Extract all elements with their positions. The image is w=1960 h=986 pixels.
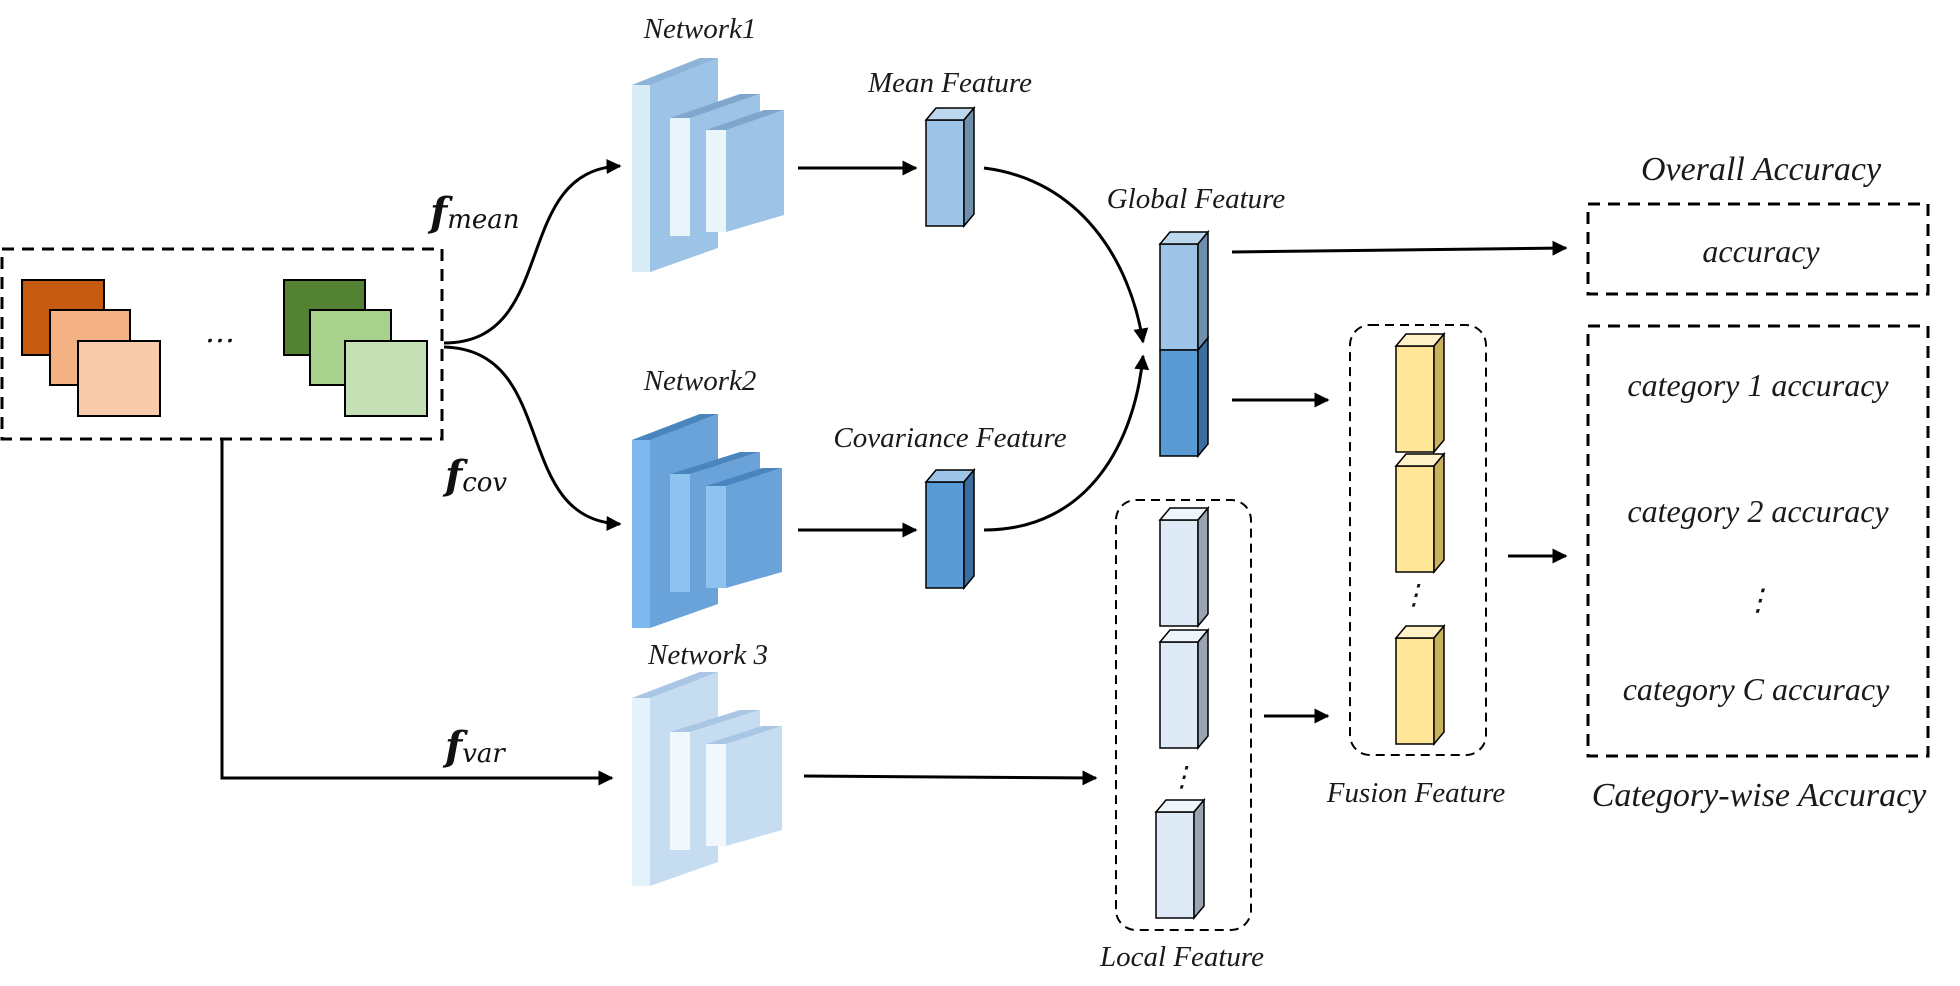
fusion-feature-blocks: ⋮ xyxy=(1394,331,1446,747)
network3-label: Network 3 xyxy=(647,639,768,671)
local-feature-block-2 xyxy=(1158,627,1210,751)
arrow-mean-to-global xyxy=(983,166,1149,344)
global-feature-label: Global Feature xyxy=(1107,183,1286,215)
fusion-feature-block-2 xyxy=(1394,451,1446,575)
network2-label: Network2 xyxy=(643,365,757,397)
category-2-accuracy: category 2 accuracy xyxy=(1627,493,1889,529)
stream-arrows xyxy=(220,159,622,786)
input-dashed-box xyxy=(0,247,444,441)
covariance-feature-label: Covariance Feature xyxy=(833,422,1066,454)
network2-block xyxy=(632,414,782,628)
local-feature-label: Local Feature xyxy=(1099,941,1264,973)
green-image-3 xyxy=(344,340,428,417)
fusion-feature-block-3 xyxy=(1394,623,1446,747)
fusion-feature-block-1 xyxy=(1394,331,1446,455)
category-ellipsis: ⋮ xyxy=(1743,583,1773,618)
overall-accuracy-box xyxy=(1586,202,1930,296)
green-image-stack xyxy=(283,279,428,417)
local-feature-block-1 xyxy=(1158,505,1210,629)
category-c-accuracy: category C accuracy xyxy=(1623,671,1890,707)
category-accuracy-box xyxy=(1586,324,1930,758)
f-mean-label: fmean xyxy=(427,189,520,236)
local-feature-blocks: ⋮ xyxy=(1154,505,1210,921)
local-feature-group-box xyxy=(1115,499,1252,931)
local-feature-block-3 xyxy=(1154,797,1206,921)
overall-accuracy-value: accuracy xyxy=(1702,233,1820,269)
f-cov-label: fcov xyxy=(442,452,507,499)
f-var-label: fvar xyxy=(442,723,506,770)
orange-image-stack xyxy=(21,279,161,417)
arrow-to-network1 xyxy=(443,159,622,345)
network1-block xyxy=(632,58,784,272)
category-1-accuracy: category 1 accuracy xyxy=(1627,367,1889,403)
network1-label: Network1 xyxy=(643,13,757,45)
mean-feature-block xyxy=(924,105,976,229)
arrow-global-to-overall xyxy=(1231,240,1568,256)
input-group: … xyxy=(0,247,444,441)
orange-image-3 xyxy=(77,340,161,417)
fusion-feature-group-box xyxy=(1349,324,1487,756)
local-feature-ellipsis: ⋮ xyxy=(1168,760,1196,793)
arrow-to-network3 xyxy=(220,440,614,786)
fusion-feature-ellipsis: ⋮ xyxy=(1400,578,1428,611)
network3-block xyxy=(632,672,782,886)
input-ellipsis: … xyxy=(205,315,235,350)
covariance-feature-block xyxy=(924,467,976,591)
arrow-network3-to-local xyxy=(803,770,1098,786)
arrow-to-network2 xyxy=(443,345,622,531)
mean-feature-label: Mean Feature xyxy=(867,67,1032,99)
global-feature-block xyxy=(1158,229,1210,459)
fusion-feature-label: Fusion Feature xyxy=(1326,777,1506,809)
arrow-cov-to-global xyxy=(983,354,1150,532)
overall-accuracy-title: Overall Accuracy xyxy=(1641,151,1882,188)
category-accuracy-title: Category-wise Accuracy xyxy=(1592,777,1927,814)
